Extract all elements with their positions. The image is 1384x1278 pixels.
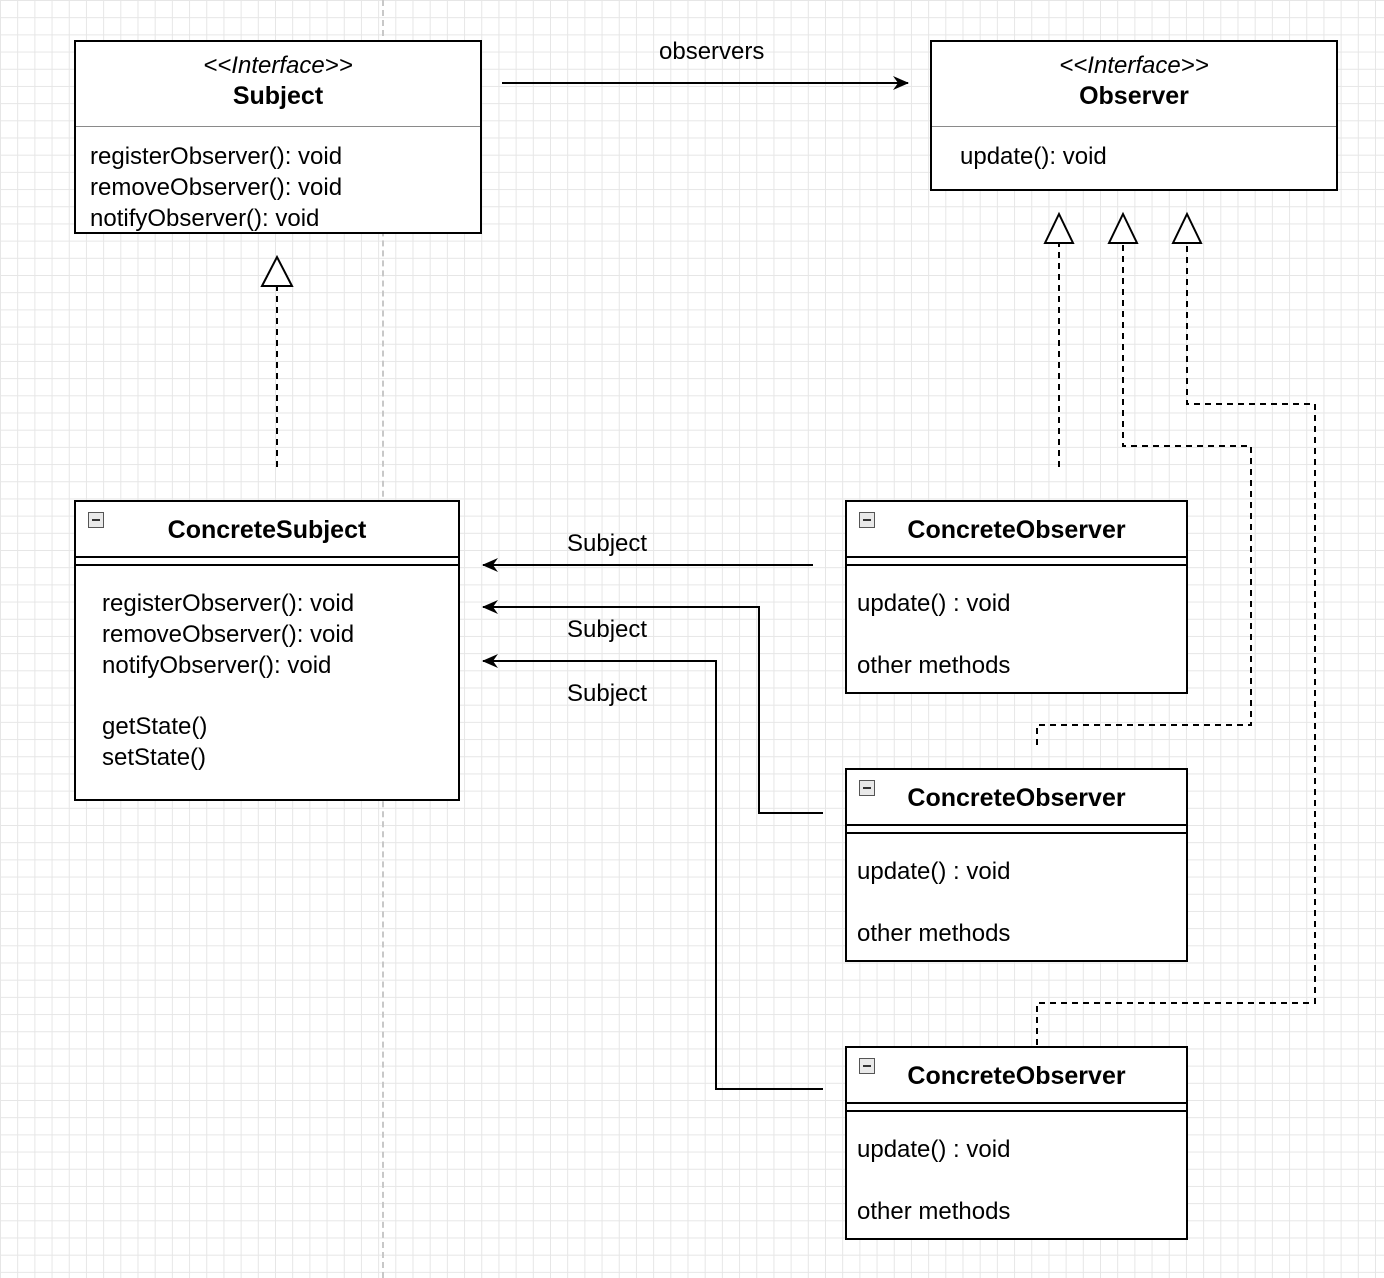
observer-1-realization-triangle [1043,211,1075,244]
observer-interface-methods: update(): void [932,127,1336,172]
concrete-observer-header: ConcreteObserver [847,502,1186,558]
compartment-divider [76,558,458,566]
subject-association-line-3[interactable] [482,654,823,1090]
compartment-divider [847,558,1186,566]
concrete-observer-method-update: update() : void [857,858,1011,885]
observer-method-update: update(): void [960,143,1107,170]
concrete-observer-methods: update() : void other methods [847,1112,1186,1227]
observer-2-realization-line[interactable] [1036,243,1252,745]
subject-interface-header: <<Interface>> Subject [76,42,480,127]
concrete-observer-other-methods: other methods [857,920,1011,947]
collapse-icon[interactable] [859,1058,875,1074]
collapse-icon[interactable] [859,780,875,796]
subject-interface-methods: registerObserver(): void removeObserver(… [76,127,480,234]
subject-association-label-3: Subject [567,680,648,707]
concrete-observer-methods: update() : void other methods [847,834,1186,949]
subject-association-line-2[interactable] [482,600,823,814]
concrete-observer-name: ConcreteObserver [907,784,1126,812]
observer-interface-name: Observer [1079,82,1189,110]
observer-interface-header: <<Interface>> Observer [932,42,1336,127]
subject-interface-name: Subject [232,82,324,110]
collapse-icon[interactable] [859,512,875,528]
concrete-observer-box-2[interactable]: ConcreteObserver update() : void other m… [845,768,1188,962]
compartment-divider [847,1104,1186,1112]
concrete-observer-other-methods: other methods [857,1198,1011,1225]
subject-stereotype: <<Interface>> [203,52,353,79]
concrete-subject-box[interactable]: ConcreteSubject registerObserver(): void… [74,500,460,801]
concrete-subject-method-remove: removeObserver(): void [102,621,355,648]
concrete-observer-name: ConcreteObserver [907,516,1126,544]
concrete-subject-method-getstate: getState() [102,713,208,740]
concrete-subject-name: ConcreteSubject [167,516,367,544]
concrete-subject-header: ConcreteSubject [76,502,458,558]
observer-stereotype: <<Interface>> [1059,52,1209,79]
subject-interface-box[interactable]: <<Interface>> Subject registerObserver()… [74,40,482,234]
observer-3-realization-triangle [1171,211,1203,244]
concrete-observer-box-1[interactable]: ConcreteObserver update() : void other m… [845,500,1188,694]
subject-association-label-1: Subject [567,530,648,557]
concrete-subject-method-register: registerObserver(): void [102,590,355,617]
observer-interface-box[interactable]: <<Interface>> Observer update(): void [930,40,1338,191]
concrete-observer-other-methods: other methods [857,652,1011,679]
concrete-subject-method-notify: notifyObserver(): void [102,652,332,679]
concrete-observer-header: ConcreteObserver [847,770,1186,826]
concrete-observer-method-update: update() : void [857,590,1011,617]
observer-3-realization-line[interactable] [1036,243,1316,1045]
subject-association-label-2: Subject [567,616,648,643]
observer-2-realization-triangle [1107,211,1139,244]
concrete-observer-methods: update() : void other methods [847,566,1186,681]
subject-method-register: registerObserver(): void [90,143,343,170]
concrete-subject-methods: registerObserver(): void removeObserver(… [76,566,458,773]
concrete-observer-header: ConcreteObserver [847,1048,1186,1104]
observers-association-label: observers [659,38,765,65]
concrete-observer-name: ConcreteObserver [907,1062,1126,1090]
concrete-observer-method-update: update() : void [857,1136,1011,1163]
concrete-subject-method-setstate: setState() [102,744,207,771]
concrete-observer-box-3[interactable]: ConcreteObserver update() : void other m… [845,1046,1188,1240]
subject-realization-triangle [260,254,294,287]
subject-method-remove: removeObserver(): void [90,174,343,201]
collapse-icon[interactable] [88,512,104,528]
compartment-divider [847,826,1186,834]
subject-method-notify: notifyObserver(): void [90,205,320,232]
